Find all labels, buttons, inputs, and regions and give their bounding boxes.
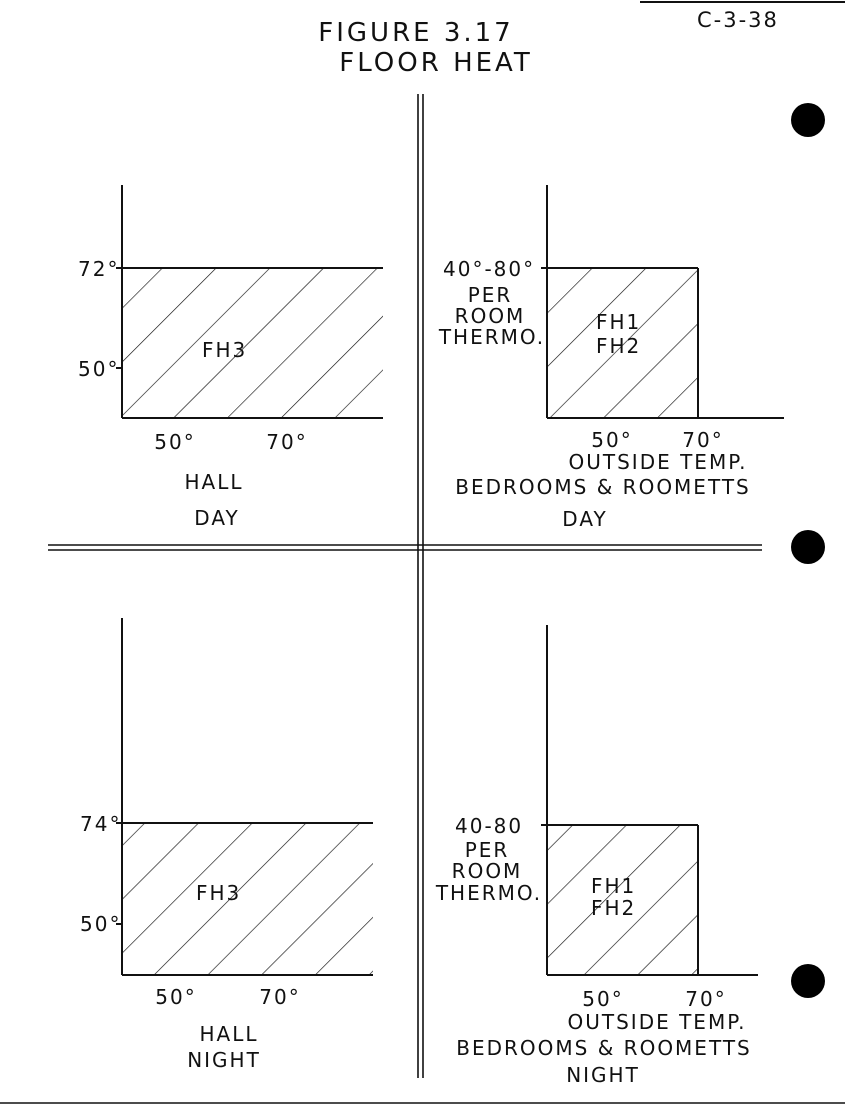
y-label-setpoint: 72° xyxy=(78,257,120,281)
fh3-region xyxy=(122,823,373,975)
y-label-line-3: THERMO. xyxy=(435,881,543,905)
caption-period: DAY xyxy=(194,506,240,530)
y-label-range: 40°-80° xyxy=(443,257,536,281)
region-label-1: FH1 xyxy=(591,874,637,898)
x-label-50: 50° xyxy=(154,430,196,454)
caption-location: BEDROOMS & ROOMETTS xyxy=(455,475,751,499)
x-label-50: 50° xyxy=(591,428,633,452)
caption-location: HALL xyxy=(199,1022,259,1046)
x-label-70: 70° xyxy=(682,428,724,452)
region-label: FH3 xyxy=(196,881,242,905)
vertical-divider xyxy=(417,94,424,1078)
bedrooms-night-chart xyxy=(541,625,758,976)
x-label-70: 70° xyxy=(685,987,727,1011)
caption-period: NIGHT xyxy=(566,1063,640,1087)
region-label-2: FH2 xyxy=(591,896,637,920)
punch-hole xyxy=(791,103,825,137)
caption-location: HALL xyxy=(184,470,244,494)
y-label-line-1: PER xyxy=(464,838,510,862)
region-label-1: FH1 xyxy=(596,310,642,334)
y-label-line-3: THERMO. xyxy=(438,325,546,349)
y-label-line-2: ROOM xyxy=(451,859,523,883)
y-label-line-2: ROOM xyxy=(454,304,526,328)
hall-day-chart xyxy=(116,185,383,419)
region-label: FH3 xyxy=(202,338,248,362)
y-label-low: 50° xyxy=(78,357,120,381)
punch-hole xyxy=(791,530,825,564)
caption-period: NIGHT xyxy=(187,1048,261,1072)
fh1-fh2-region xyxy=(547,825,698,975)
horizontal-divider xyxy=(48,544,762,551)
y-label-line-1: PER xyxy=(467,283,513,307)
caption-period: DAY xyxy=(562,507,608,531)
x-axis-title: OUTSIDE TEMP. xyxy=(568,450,748,474)
x-label-50: 50° xyxy=(582,987,624,1011)
y-label-low: 50° xyxy=(80,912,122,936)
fh3-region xyxy=(122,268,383,418)
punch-hole xyxy=(791,964,825,998)
figure-number: FIGURE 3.17 xyxy=(318,18,514,48)
region-label-2: FH2 xyxy=(596,334,642,358)
caption-location: BEDROOMS & ROOMETTS xyxy=(456,1036,752,1060)
x-axis-title: OUTSIDE TEMP. xyxy=(567,1010,747,1034)
figure-title: FLOOR HEAT xyxy=(339,48,533,78)
y-label-setpoint: 74° xyxy=(80,812,122,836)
fh1-fh2-region xyxy=(547,268,698,418)
x-label-70: 70° xyxy=(259,985,301,1009)
y-label-range: 40-80 xyxy=(455,814,524,838)
bedrooms-day-chart xyxy=(541,185,784,419)
x-label-70: 70° xyxy=(266,430,308,454)
hall-night-chart xyxy=(116,618,373,976)
x-label-50: 50° xyxy=(155,985,197,1009)
page-code: C-3-38 xyxy=(697,8,779,32)
